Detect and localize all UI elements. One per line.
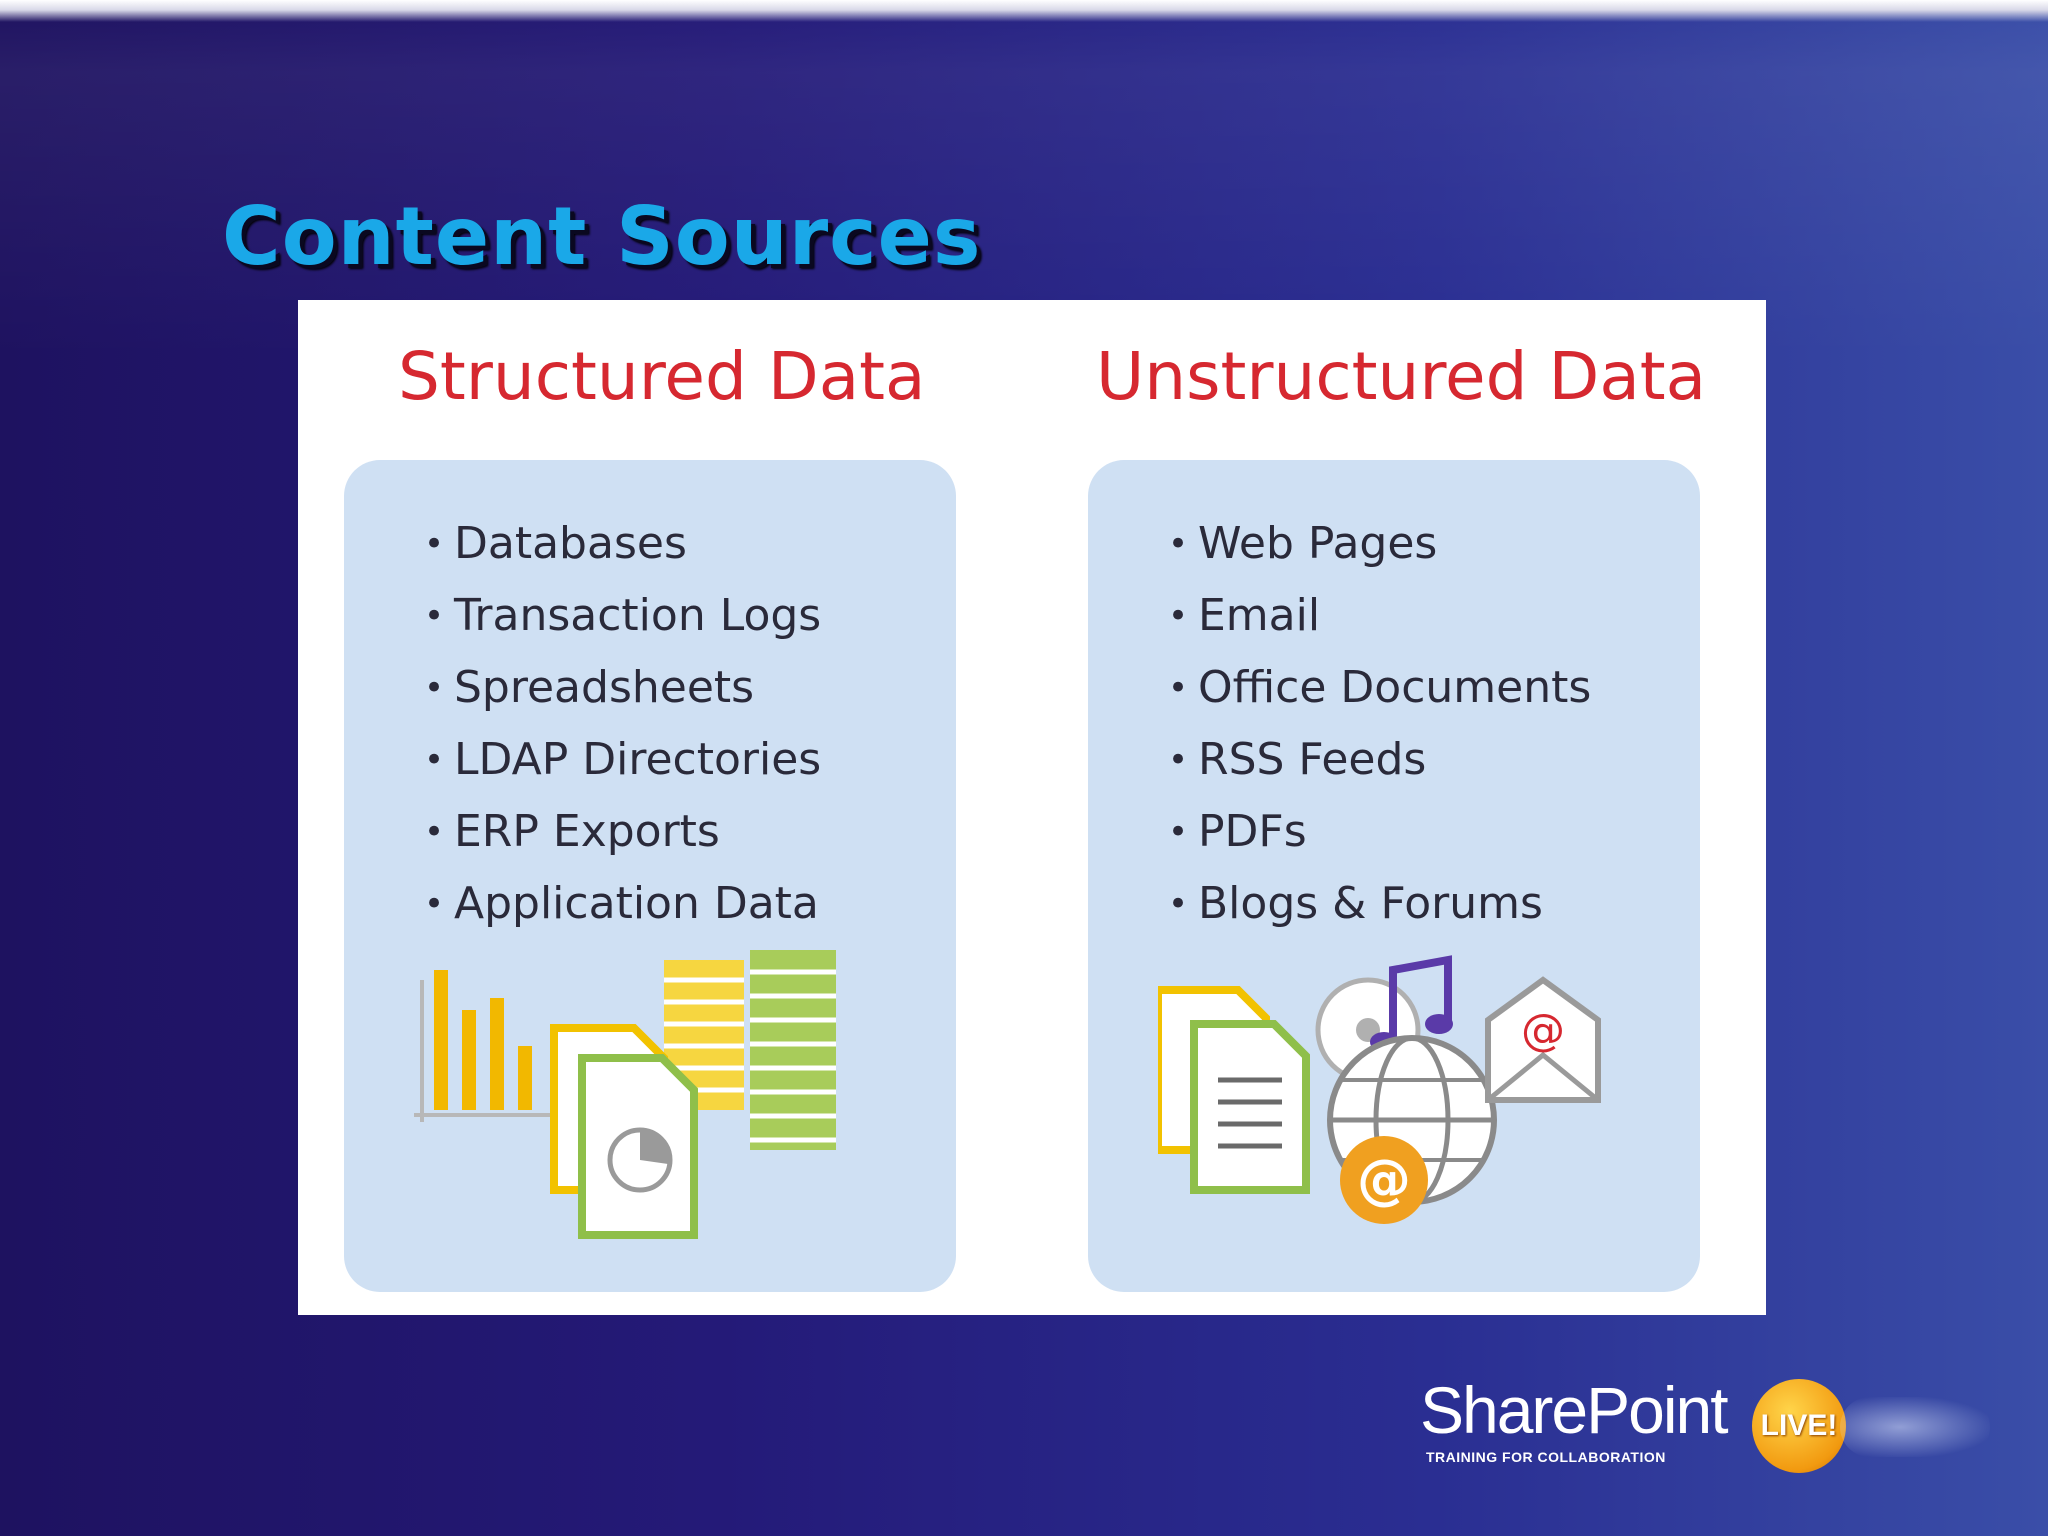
list-item: LDAP Directories: [424, 724, 821, 796]
content-panel: Structured Data Unstructured Data Databa…: [298, 300, 1766, 1315]
list-item: RSS Feeds: [1168, 724, 1591, 796]
list-item: Office Documents: [1168, 652, 1591, 724]
envelope-email-icon: @: [1485, 976, 1601, 1103]
list-item: Spreadsheets: [424, 652, 821, 724]
list-item: ERP Exports: [424, 796, 821, 868]
bar-chart-icon: [414, 970, 614, 1122]
unstructured-data-heading: Unstructured Data: [1096, 338, 1707, 415]
sharepoint-live-logo: SharePoint TRAINING FOR COLLABORATION LI…: [1420, 1375, 2000, 1485]
unstructured-data-list: Web Pages Email Office Documents RSS Fee…: [1168, 508, 1591, 940]
list-item: Blogs & Forums: [1168, 868, 1591, 940]
structured-data-card: Databases Transaction Logs Spreadsheets …: [344, 460, 956, 1292]
list-item: Application Data: [424, 868, 821, 940]
structured-data-illustration: [414, 950, 836, 1239]
list-item: Web Pages: [1168, 508, 1591, 580]
logo-wordmark: SharePoint: [1420, 1373, 1729, 1447]
slide-title: Content Sources: [222, 190, 982, 283]
structured-data-list: Databases Transaction Logs Spreadsheets …: [424, 508, 821, 940]
unstructured-data-card: Web Pages Email Office Documents RSS Fee…: [1088, 460, 1700, 1292]
logo-tagline: TRAINING FOR COLLABORATION: [1426, 1449, 1666, 1465]
structured-data-heading: Structured Data: [398, 338, 926, 415]
grunge-top-border: [0, 0, 2048, 330]
list-item: Email: [1168, 580, 1591, 652]
list-item: Databases: [424, 508, 821, 580]
svg-text:@: @: [1357, 1148, 1411, 1211]
unstructured-data-illustration: @ @: [1158, 955, 1601, 1224]
live-badge: LIVE!: [1752, 1379, 1846, 1473]
list-item: PDFs: [1168, 796, 1591, 868]
list-item: Transaction Logs: [424, 580, 821, 652]
at-sign-icon: @: [1340, 1136, 1428, 1224]
documents-icon: [1158, 986, 1310, 1194]
document-pie-chart-icon: [550, 1024, 698, 1239]
logo-glow: [1840, 1397, 1990, 1457]
svg-text:@: @: [1521, 1005, 1565, 1056]
